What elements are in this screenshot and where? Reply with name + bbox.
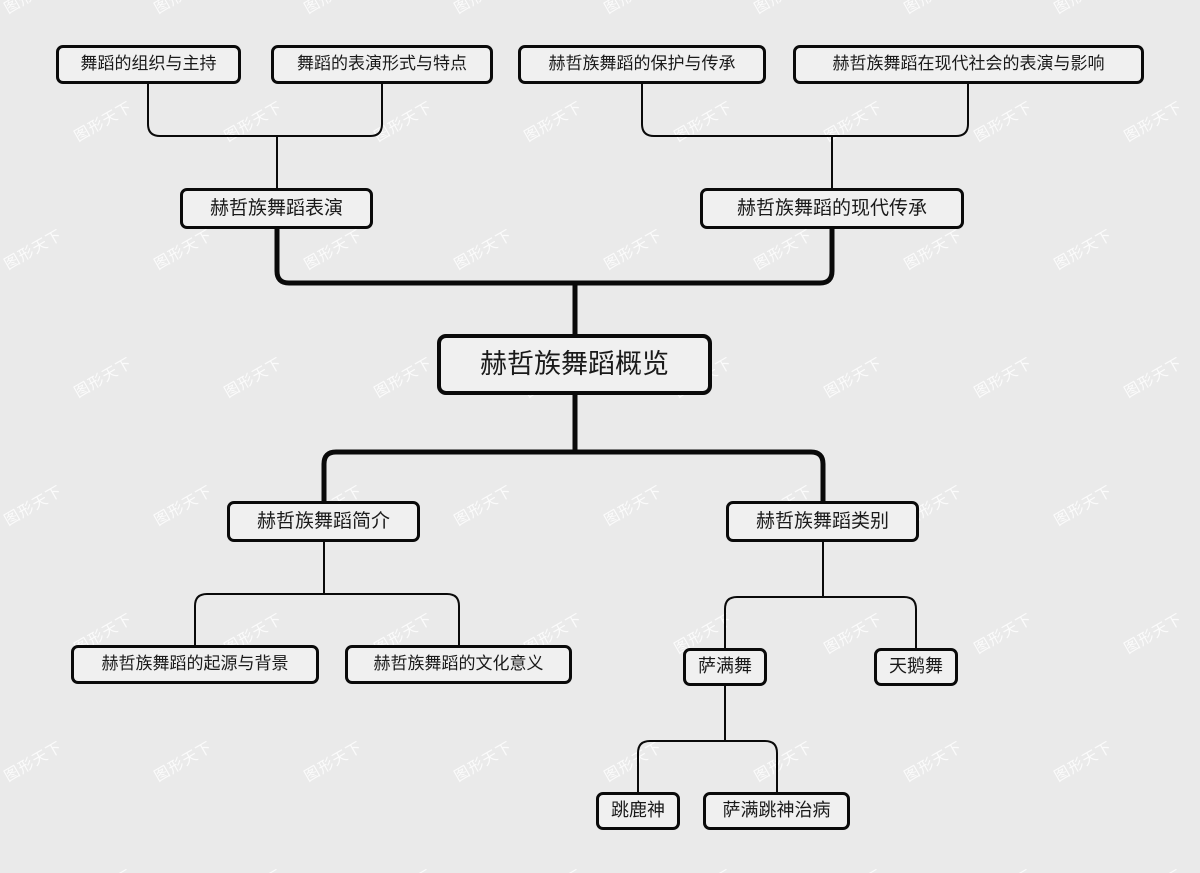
node-label: 舞蹈的组织与主持: [80, 54, 217, 74]
node-label: 萨满舞: [698, 656, 752, 677]
watermark-text: 图形天下: [750, 0, 816, 18]
edge-intro-to-origin: [194, 593, 324, 645]
watermark-text: 图形天下: [900, 0, 966, 18]
edge-category-to-swan: [823, 596, 917, 648]
watermark-text: 图形天下: [451, 481, 516, 530]
watermark-text: 图形天下: [370, 864, 436, 873]
node-label: 赫哲族舞蹈的现代传承: [736, 197, 927, 219]
edge-intro-to-culture: [324, 593, 460, 645]
watermark-text: 图形天下: [221, 353, 286, 402]
edge-root-to-intro: [321, 449, 575, 501]
edge-society-to-modern: [832, 84, 969, 137]
watermark-text: 图形天下: [220, 864, 286, 873]
node-shaman-dance[interactable]: 萨满舞: [683, 648, 767, 686]
watermark-text: 图形天下: [151, 737, 216, 786]
edge-form-to-perf: [277, 84, 383, 137]
watermark-text: 图形天下: [1121, 609, 1186, 658]
watermark-text: 图形天下: [451, 225, 516, 274]
node-label: 萨满跳神治病: [722, 800, 831, 821]
watermark-text: 图形天下: [221, 97, 286, 146]
watermark-text: 图形天下: [1, 225, 66, 274]
watermark-text: 图形天下: [971, 609, 1036, 658]
watermark-text: 图形天下: [971, 353, 1036, 402]
watermark-text: 图形天下: [371, 353, 436, 402]
watermark-text: 图形天下: [751, 737, 816, 786]
watermark-text: 图形天下: [301, 225, 366, 274]
edge-protect-to-modern: [641, 84, 832, 137]
node-label: 跳鹿神: [611, 800, 665, 821]
watermark-text: 图形天下: [901, 737, 966, 786]
watermark-text: 图形天下: [1051, 737, 1116, 786]
edge-modern-to-root: [575, 229, 835, 286]
watermark-text: 图形天下: [151, 481, 216, 530]
watermark-text: 图形天下: [300, 0, 366, 18]
node-dance-form-features[interactable]: 舞蹈的表演形式与特点: [271, 45, 493, 84]
watermark-text: 图形天下: [970, 864, 1036, 873]
edge-shaman-to-deer: [637, 740, 725, 792]
watermark-text: 图形天下: [820, 864, 886, 873]
watermark-text: 图形天下: [1, 737, 66, 786]
edge-org-to-perf: [147, 84, 277, 137]
node-dance-categories[interactable]: 赫哲族舞蹈类别: [726, 501, 919, 542]
page-title: 赫哲族舞蹈概览: [480, 349, 669, 380]
edge-category-to-shaman: [724, 596, 823, 648]
watermark-text: 图形天下: [301, 737, 366, 786]
watermark-text: 图形天下: [600, 0, 666, 18]
watermark-text: 图形天下: [1120, 864, 1186, 873]
watermark-text: 图形天下: [1051, 225, 1116, 274]
node-protection-inheritance[interactable]: 赫哲族舞蹈的保护与传承: [518, 45, 766, 84]
node-root-overview[interactable]: 赫哲族舞蹈概览: [437, 334, 712, 395]
watermark-text: 图形天下: [601, 225, 666, 274]
edge-root-to-category: [575, 449, 826, 501]
watermark-text: 图形天下: [671, 97, 736, 146]
watermark-text: 图形天下: [151, 225, 216, 274]
node-label: 舞蹈的表演形式与特点: [297, 54, 467, 74]
watermark-text: 图形天下: [520, 864, 586, 873]
watermark-text: 图形天下: [1121, 97, 1186, 146]
watermark-text: 图形天下: [521, 97, 586, 146]
watermark-text: 图形天下: [70, 864, 136, 873]
node-label: 赫哲族舞蹈类别: [755, 510, 889, 532]
watermark-text: 图形天下: [670, 864, 736, 873]
edge-perf-to-root: [274, 229, 575, 286]
watermark-text: 图形天下: [150, 0, 216, 18]
watermark-text: 图形天下: [371, 97, 436, 146]
node-label: 赫哲族舞蹈表演: [209, 197, 343, 219]
node-label: 赫哲族舞蹈的保护与传承: [548, 54, 736, 74]
node-cultural-significance[interactable]: 赫哲族舞蹈的文化意义: [345, 645, 572, 684]
edge-shaman-to-heal: [725, 740, 778, 792]
watermark-text: 图形天下: [601, 481, 666, 530]
watermark-text: 图形天下: [71, 97, 136, 146]
watermark-text: 图形天下: [450, 0, 516, 18]
node-swan-dance[interactable]: 天鹅舞: [874, 648, 958, 686]
watermark-text: 图形天下: [451, 737, 516, 786]
node-dance-performance[interactable]: 赫哲族舞蹈表演: [180, 188, 373, 229]
node-deer-spirit-dance[interactable]: 跳鹿神: [596, 792, 680, 830]
watermark-text: 图形天下: [1, 481, 66, 530]
node-modern-society-influence[interactable]: 赫哲族舞蹈在现代社会的表演与影响: [793, 45, 1144, 84]
node-label: 赫哲族舞蹈在现代社会的表演与影响: [832, 54, 1105, 74]
node-label: 天鹅舞: [889, 656, 943, 677]
node-modern-inheritance[interactable]: 赫哲族舞蹈的现代传承: [700, 188, 964, 229]
watermark-text: 图形天下: [1050, 0, 1116, 18]
node-label: 赫哲族舞蹈的文化意义: [373, 654, 544, 674]
watermark-text: 图形天下: [71, 353, 136, 402]
watermark-text: 图形天下: [1051, 481, 1116, 530]
node-label: 赫哲族舞蹈的起源与背景: [101, 654, 289, 674]
node-shaman-healing-dance[interactable]: 萨满跳神治病: [703, 792, 850, 830]
watermark-text: 图形天下: [751, 225, 816, 274]
watermark-text: 图形天下: [601, 737, 666, 786]
watermark-text: 图形天下: [971, 97, 1036, 146]
node-label: 赫哲族舞蹈简介: [256, 510, 390, 532]
watermark-text: 图形天下: [1121, 353, 1186, 402]
watermark-text: 图形天下: [821, 97, 886, 146]
watermark-text: 图形天下: [0, 0, 66, 18]
node-dance-introduction[interactable]: 赫哲族舞蹈简介: [227, 501, 420, 542]
watermark-text: 图形天下: [821, 353, 886, 402]
node-origin-background[interactable]: 赫哲族舞蹈的起源与背景: [71, 645, 319, 684]
watermark-text: 图形天下: [901, 225, 966, 274]
node-dance-organization[interactable]: 舞蹈的组织与主持: [56, 45, 241, 84]
